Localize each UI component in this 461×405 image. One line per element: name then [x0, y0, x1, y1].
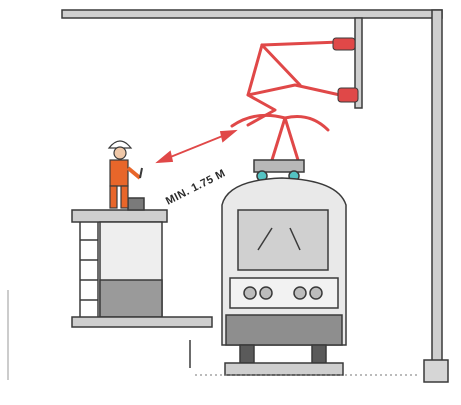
pantograph-brace	[262, 45, 300, 85]
train-skirt	[226, 315, 342, 345]
arrow-shaft	[163, 133, 230, 160]
pantograph-arm	[248, 95, 275, 125]
rail-plate	[225, 363, 343, 375]
pantograph-head	[232, 115, 328, 130]
worker-left-leg	[110, 186, 117, 208]
gantry-post	[432, 10, 442, 370]
insulator-lower	[338, 88, 358, 102]
headlight-3	[294, 287, 306, 299]
pantograph-upper-bar	[262, 42, 340, 45]
headlight-2	[260, 287, 272, 299]
pantograph	[232, 42, 340, 160]
worker-torso	[110, 160, 128, 186]
gantry-post-base	[424, 360, 448, 382]
worker-arm	[128, 168, 140, 178]
train	[222, 160, 346, 363]
arrow-head-right	[221, 131, 235, 141]
headlight-4	[310, 287, 322, 299]
pantograph-frame	[248, 45, 340, 95]
arrow-head-left	[158, 152, 172, 162]
pantograph-right-leg	[285, 118, 298, 160]
platform-deck	[72, 210, 167, 222]
clearance-arrow	[158, 131, 235, 162]
pantograph-left-leg	[272, 118, 285, 160]
gantry-beam	[62, 10, 442, 18]
wheel-left	[240, 345, 254, 363]
hand-tool	[140, 168, 142, 178]
platform-base	[72, 317, 212, 327]
work-platform	[72, 198, 212, 327]
worker-head	[114, 147, 126, 159]
wheel-right	[312, 345, 326, 363]
headlight-1	[244, 287, 256, 299]
windshield	[238, 210, 328, 270]
platform-lower	[100, 280, 162, 317]
insulator-upper	[333, 38, 355, 50]
worker-right-leg	[121, 186, 128, 208]
clearance-label: MIN. 1.75 M	[164, 167, 228, 207]
pantograph-base	[254, 160, 304, 172]
tool-bucket	[128, 198, 144, 210]
